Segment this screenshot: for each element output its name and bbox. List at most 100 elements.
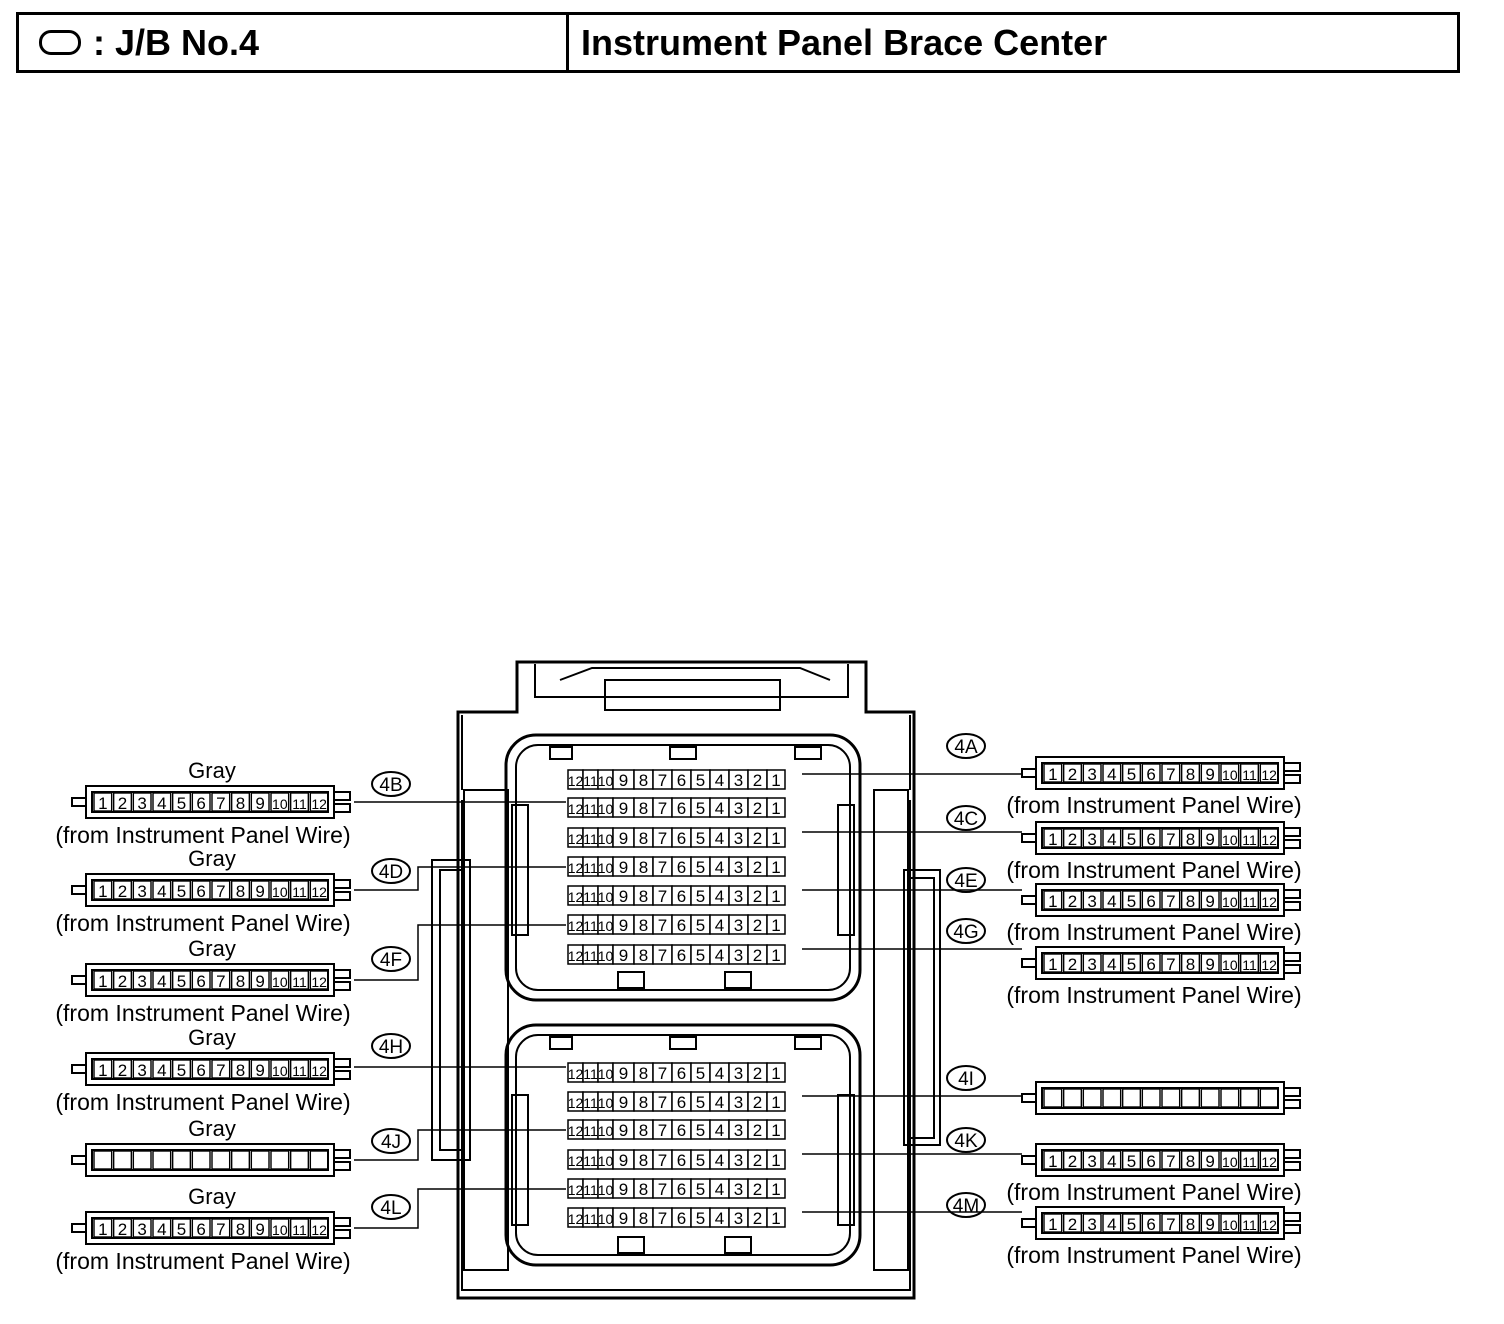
terminal-pin-label: 6 [677,799,686,818]
terminal-cell [766,1062,786,1083]
connector-4e: (from Instrument Panel Wire)4E [802,867,1302,945]
harness-pin-label: 2 [118,882,127,901]
terminal-pin-label: 7 [658,799,667,818]
terminal-pin-label: 5 [696,1209,705,1228]
harness-cell [211,1059,231,1079]
connector-tab-left [1021,958,1036,968]
terminal-cell [766,769,786,790]
harness-cell [132,1150,152,1170]
harness-cell [1082,763,1102,783]
harness-cell [309,880,329,900]
jb-label: : J/B No.4 [93,21,260,63]
harness-cell [1082,1213,1102,1233]
connector-tab-left [1021,1155,1036,1165]
terminal-pin-label: 11 [583,1211,598,1227]
harness-pin-label: 2 [1068,892,1077,911]
terminal-pin-label: 7 [658,829,667,848]
connector-tab-right [334,1217,351,1239]
terminal-pin-label: 8 [639,771,648,790]
connector-4m: (from Instrument Panel Wire)4M [802,1192,1302,1268]
harness-cell [1259,890,1279,910]
harness-cell [1161,1150,1181,1170]
connector-id-label: 4D [379,862,403,883]
harness-pin-label: 1 [98,1061,107,1080]
harness-pin-label: 3 [137,1061,146,1080]
terminal-pin-label: 7 [658,1064,667,1083]
harness-pin-label: 5 [1127,765,1136,784]
harness-pin-label: 8 [236,1061,245,1080]
leader-line [354,924,566,981]
harness-pin-label: 4 [1107,1152,1116,1171]
side-rail-right [873,789,909,1271]
terminal-cell [766,797,786,818]
terminal-pin-label: 10 [598,1095,614,1111]
terminal-pin-label: 7 [658,1093,667,1112]
bay-key-bottom-1 [724,971,752,989]
terminal-cell [766,827,786,848]
harness-pin-label: 1 [98,972,107,991]
harness-pin-label: 7 [1166,955,1175,974]
harness-cell [1259,828,1279,848]
terminal-pin-label: 2 [753,1121,762,1140]
harness-cell [1043,763,1063,783]
terminal-pin-label: 9 [619,1209,628,1228]
harness-pin-label: 12 [311,1063,327,1079]
harness-cell [1220,890,1240,910]
connector-4l: Gray(from Instrument Panel Wire)4L [55,1184,566,1274]
terminal-pin-label: 2 [753,1064,762,1083]
harness-pin-label: 9 [1205,1215,1214,1234]
harness-cell [93,792,113,812]
connector-tab-left [1021,1218,1036,1228]
harness-pin-label: 11 [292,796,307,812]
terminal-pin-label: 7 [658,1180,667,1199]
harness-pin-label: 7 [216,794,225,813]
harness-cell [1121,763,1142,783]
harness-pin-label: 12 [1261,1154,1277,1170]
harness-cell [1141,890,1161,910]
lower-bay [504,1023,862,1267]
connector-shell [85,1143,335,1177]
harness-cell [191,1150,211,1170]
terminal-pin-label: 6 [677,1093,686,1112]
harness-cell [93,970,113,990]
terminal-pin-label: 3 [734,946,743,965]
terminal-cell [766,885,786,906]
harness-pin-label: 11 [1242,894,1257,910]
harness-cell [171,880,192,900]
connector-source-label: (from Instrument Panel Wire) [55,1248,350,1274]
connector-id-badge [371,1033,411,1059]
harness-cell [250,1150,270,1170]
harness-cell [1180,1150,1201,1170]
harness-pin-label: 4 [1107,1215,1116,1234]
terminal-pin-label: 8 [639,799,648,818]
harness-pin-label: 7 [1166,1215,1175,1234]
bay-side-slot-left [511,804,529,936]
harness-cell [230,792,251,812]
upper-bay [504,733,862,1002]
harness-cell [152,880,172,900]
harness-cell [1180,953,1201,973]
terminal-pin-label: 5 [696,946,705,965]
connector-tab-right [334,1149,351,1171]
harness-cell [1180,1088,1201,1108]
harness-pin-label: 6 [1146,830,1155,849]
harness-pin-label: 7 [1166,765,1175,784]
connector-tab-right [1284,1149,1301,1171]
terminal-pin-label: 11 [583,860,598,876]
connector-source-label: (from Instrument Panel Wire) [55,822,350,848]
terminal-pin-label: 1 [771,1180,780,1199]
terminal-pin-label: 4 [715,887,724,906]
harness-cell [171,792,192,812]
connector-id-label: 4A [954,737,978,758]
terminal-pin-label: 6 [677,858,686,877]
connector-shell [85,785,335,819]
harness-cell [1141,953,1161,973]
harness-pin-label: 4 [1107,955,1116,974]
terminal-pin-label: 2 [753,1209,762,1228]
housing-top-latch [604,679,781,711]
